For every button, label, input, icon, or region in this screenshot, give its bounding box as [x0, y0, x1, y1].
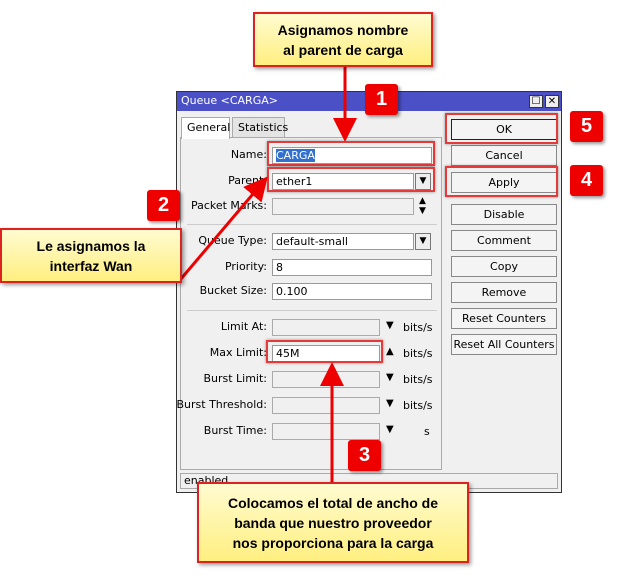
collapse-up-icon[interactable]: ▲	[386, 346, 394, 357]
expand-down-icon[interactable]: ▼	[386, 372, 394, 383]
burst-threshold-unit: bits/s	[403, 399, 433, 412]
queue-type-select[interactable]: default-small	[272, 233, 414, 250]
max-limit-unit: bits/s	[403, 347, 433, 360]
note-line: al parent de carga	[283, 41, 403, 58]
priority-label: Priority:	[224, 260, 267, 273]
note-wan-interface: Le asignamos la interfaz Wan	[0, 228, 182, 283]
up-down-icon[interactable]: ▲▼	[419, 196, 426, 216]
dropdown-icon[interactable]: ▼	[415, 173, 431, 190]
parent-select[interactable]: ether1	[272, 173, 414, 190]
name-value: CARGA	[276, 149, 315, 162]
name-input[interactable]: CARGA	[272, 147, 432, 164]
burst-time-label: Burst Time:	[203, 424, 267, 437]
cancel-button[interactable]: Cancel	[451, 145, 557, 166]
bucket-size-label: Bucket Size:	[199, 284, 267, 297]
tab-statistics[interactable]: Statistics	[232, 117, 288, 138]
copy-button[interactable]: Copy	[451, 256, 557, 277]
separator	[187, 224, 437, 225]
name-label: Name:	[230, 148, 267, 161]
limit-at-unit: bits/s	[403, 321, 433, 334]
note-line: nos proporciona para la carga	[232, 534, 434, 551]
priority-input[interactable]: 8	[272, 259, 432, 276]
badge-1: 1	[365, 84, 398, 115]
close-icon[interactable]: ✕	[545, 95, 559, 108]
window-title: Queue <CARGA>	[181, 94, 278, 107]
badge-2: 2	[147, 190, 180, 221]
burst-threshold-label: Burst Threshold:	[176, 398, 268, 411]
arrow-2	[178, 176, 268, 281]
disable-button[interactable]: Disable	[451, 204, 557, 225]
general-panel: Name: CARGA Parent: ether1 ▼ Packet Mark…	[177, 137, 442, 470]
ok-button[interactable]: OK	[451, 119, 557, 140]
note-line: banda que nuestro proveedor	[234, 514, 432, 531]
reset-counters-button[interactable]: Reset Counters	[451, 308, 557, 329]
ok-highlight	[445, 113, 558, 144]
note-line: Colocamos el total de ancho de	[227, 494, 439, 511]
note-line: Le asignamos la	[36, 237, 146, 254]
note-line: Asignamos nombre	[277, 21, 409, 38]
burst-threshold-input[interactable]	[272, 397, 380, 414]
note-name-parent: Asignamos nombre al parent de carga	[253, 12, 433, 67]
parent-highlight	[267, 167, 435, 192]
expand-down-icon[interactable]: ▼	[386, 424, 394, 435]
expand-down-icon[interactable]: ▼	[386, 398, 394, 409]
limit-at-input[interactable]	[272, 319, 380, 336]
badge-4: 4	[570, 165, 603, 196]
comment-button[interactable]: Comment	[451, 230, 557, 251]
bucket-size-input[interactable]: 0.100	[272, 283, 432, 300]
badge-3: 3	[348, 440, 381, 471]
badge-5: 5	[570, 111, 603, 142]
expand-down-icon[interactable]: ▼	[386, 320, 394, 331]
limit-at-label: Limit At:	[220, 320, 267, 333]
queue-window: Queue <CARGA> ☐ ✕ General Statistics Nam…	[176, 91, 562, 493]
apply-button[interactable]: Apply	[451, 172, 557, 193]
burst-time-unit: s	[424, 425, 430, 438]
note-bandwidth: Colocamos el total de ancho de banda que…	[197, 482, 469, 563]
max-limit-label: Max Limit:	[209, 346, 267, 359]
maximize-icon[interactable]: ☐	[529, 95, 543, 108]
burst-time-input[interactable]	[272, 423, 380, 440]
reset-all-counters-button[interactable]: Reset All Counters	[451, 334, 557, 355]
remove-button[interactable]: Remove	[451, 282, 557, 303]
burst-limit-unit: bits/s	[403, 373, 433, 386]
apply-highlight	[445, 166, 558, 197]
burst-limit-label: Burst Limit:	[203, 372, 267, 385]
separator	[187, 310, 437, 311]
packet-marks-input[interactable]	[272, 198, 414, 215]
note-line: interfaz Wan	[49, 257, 133, 274]
name-highlight	[267, 141, 435, 166]
dropdown-icon[interactable]: ▼	[415, 233, 431, 250]
tab-general[interactable]: General	[181, 117, 230, 139]
